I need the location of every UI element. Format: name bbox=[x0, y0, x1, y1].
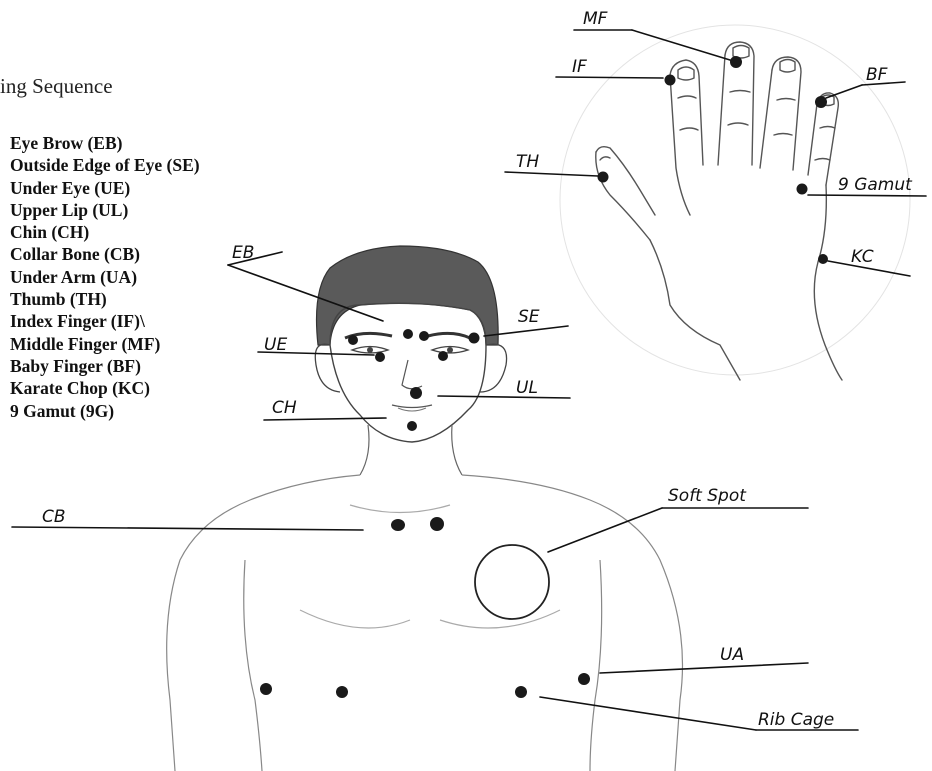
label-rib-cage: Rib Cage bbox=[758, 710, 834, 730]
label-9-gamut: 9 Gamut bbox=[838, 175, 913, 195]
tap-point-cb-right bbox=[430, 517, 444, 531]
label-ue: UE bbox=[264, 335, 287, 355]
tap-point-rib-center bbox=[336, 686, 348, 698]
label-kc: KC bbox=[851, 247, 874, 267]
torso-drawing bbox=[167, 475, 683, 771]
soft-spot-circle bbox=[475, 545, 549, 619]
label-se: SE bbox=[518, 307, 540, 327]
tap-point-bf bbox=[815, 96, 827, 108]
tap-point-se-left bbox=[348, 335, 358, 345]
tap-point-ua bbox=[578, 673, 590, 685]
face-tap-points bbox=[348, 329, 480, 431]
tap-point-th bbox=[598, 172, 609, 183]
tap-point-ch bbox=[407, 421, 417, 431]
label-th: TH bbox=[516, 152, 539, 172]
tap-point-ul bbox=[410, 387, 422, 399]
head-drawing bbox=[315, 246, 506, 475]
tap-point-mf bbox=[730, 56, 742, 68]
label-if: IF bbox=[572, 57, 587, 77]
tap-point-cb-left bbox=[391, 519, 405, 531]
tap-point-if bbox=[665, 75, 676, 86]
tap-point-eb-2 bbox=[419, 331, 429, 341]
tap-point-kc bbox=[818, 254, 828, 264]
label-soft-spot: Soft Spot bbox=[668, 486, 747, 506]
label-eb: EB bbox=[232, 243, 254, 263]
tap-point-ue bbox=[375, 352, 385, 362]
tap-point-9g bbox=[797, 184, 808, 195]
label-cb: CB bbox=[42, 507, 66, 527]
label-ch: CH bbox=[272, 398, 297, 418]
torso-tap-points bbox=[260, 517, 590, 698]
label-ua: UA bbox=[720, 645, 744, 665]
tap-point-ue-2 bbox=[438, 351, 448, 361]
label-ul: UL bbox=[516, 378, 538, 398]
tap-point-eb bbox=[403, 329, 413, 339]
label-bf: BF bbox=[866, 65, 888, 85]
tap-point-rib-cage bbox=[515, 686, 527, 698]
hand-leader-lines bbox=[505, 30, 926, 276]
tap-point-se bbox=[469, 333, 480, 344]
tap-point-rib-left bbox=[260, 683, 272, 695]
label-mf: MF bbox=[583, 9, 608, 29]
